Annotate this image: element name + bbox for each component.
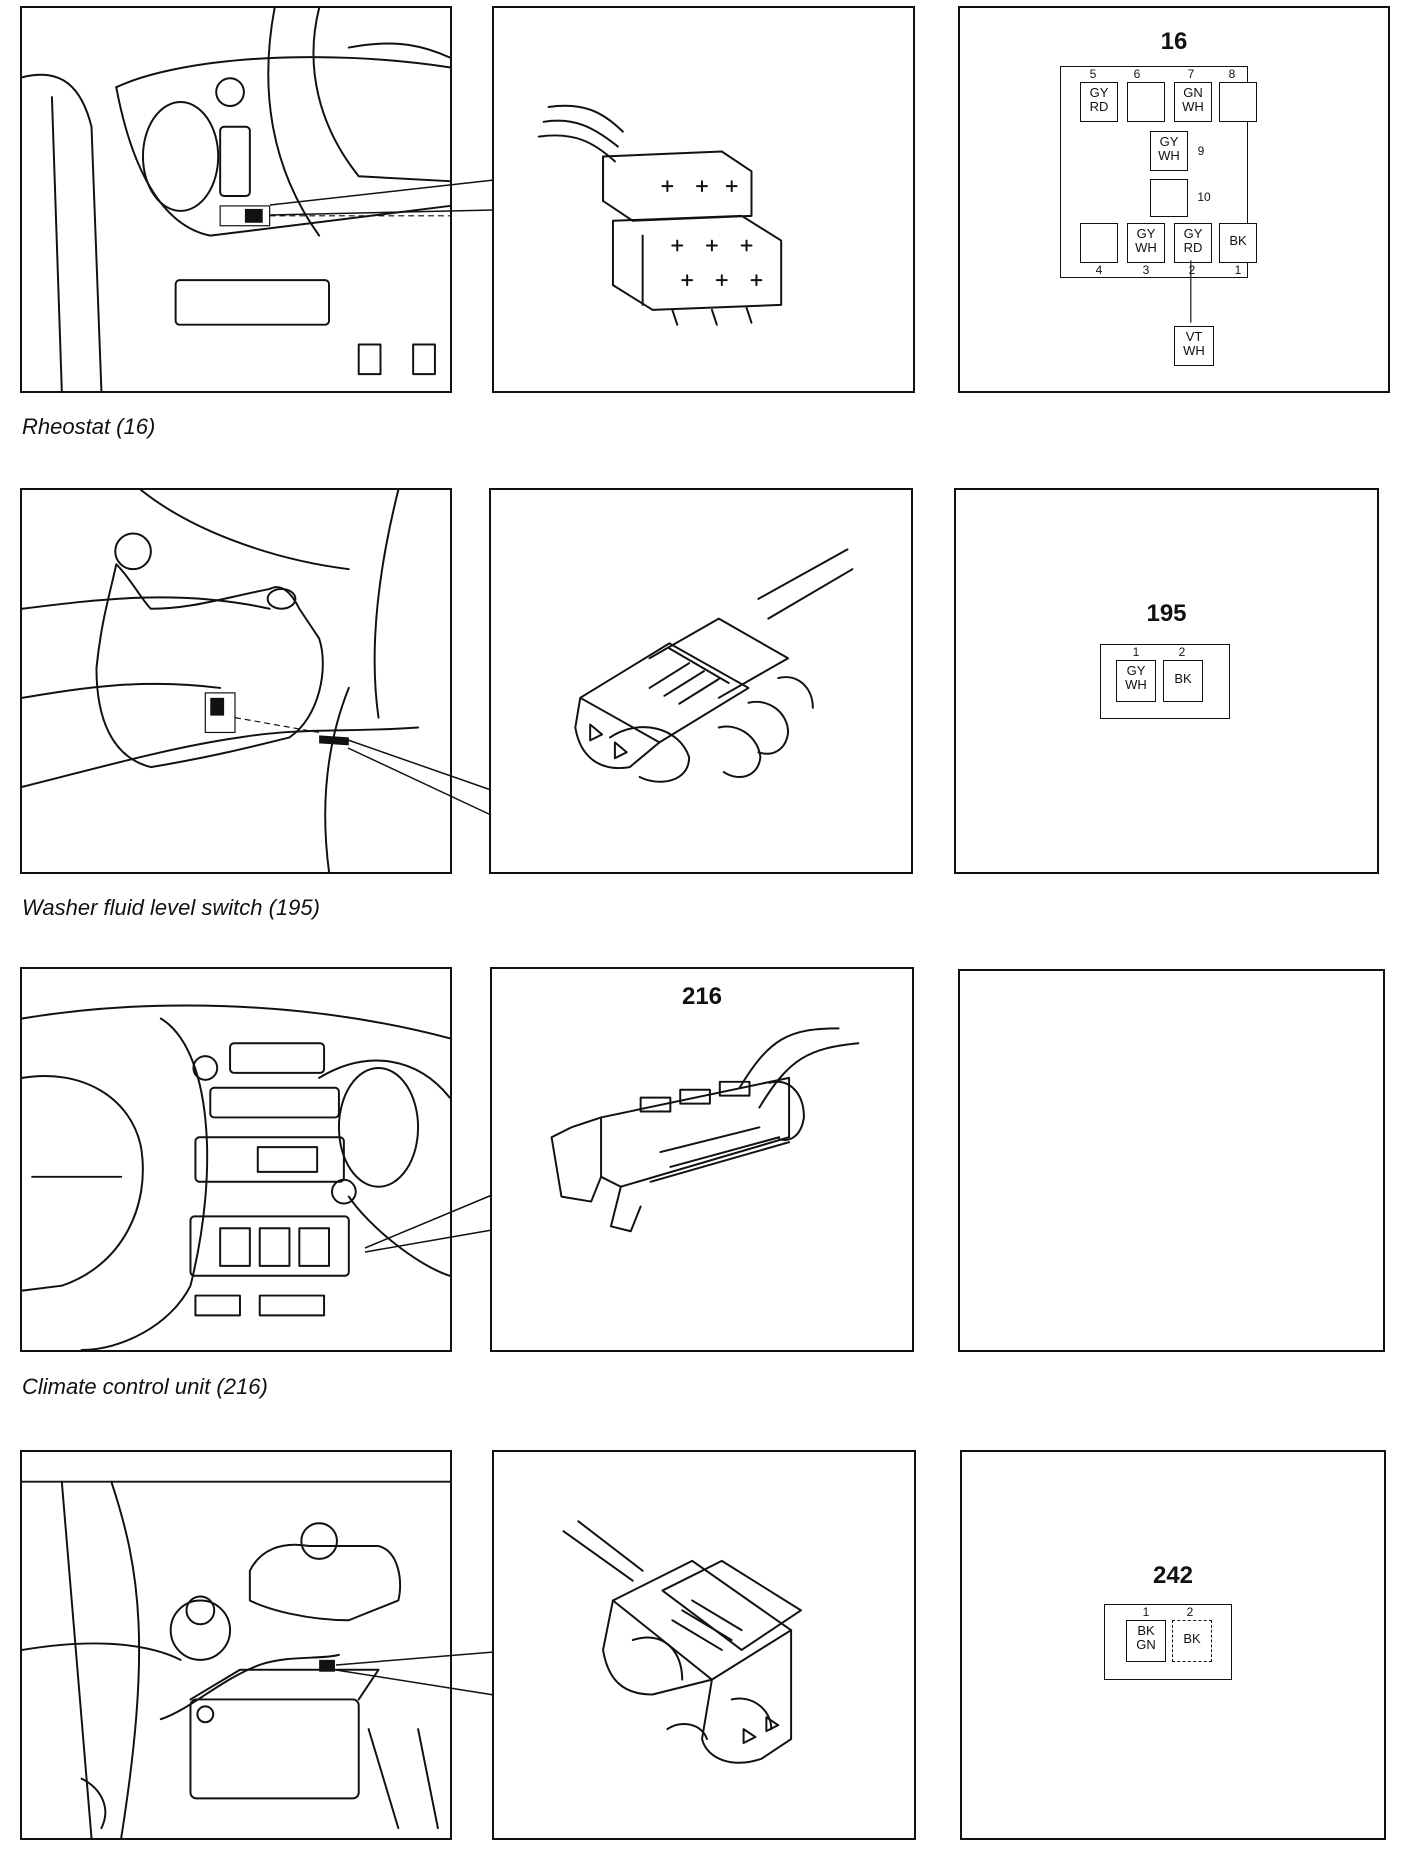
pin-4: 4 (1095, 263, 1103, 277)
caption-washer: Washer fluid level switch (195) (22, 895, 320, 920)
pin-2: 2 (1178, 645, 1186, 659)
row4-location-panel (20, 1450, 452, 1840)
washer-connector-panel (489, 488, 913, 874)
pin-1: 1 (1234, 263, 1242, 277)
external-wire-vt-wh: VT WH (1174, 326, 1214, 366)
pin-5: 5 (1089, 67, 1097, 81)
cavity-10 (1150, 179, 1188, 217)
row4-connector-face (1104, 1604, 1232, 1680)
rheostat-pinout-panel: 16 5 6 7 8 GY RD GN WH GY WH 9 10 GY WH … (958, 6, 1390, 393)
cavity-2: BK (1163, 660, 1203, 702)
cavity-3: GY WH (1127, 223, 1165, 263)
cavity-8 (1219, 82, 1257, 122)
cavity-2: GY RD (1174, 223, 1212, 263)
pin-10: 10 (1197, 190, 1211, 204)
component-number-16: 16 (1160, 28, 1188, 55)
pin-1: 1 (1142, 1605, 1150, 1619)
cavity-5: GY RD (1080, 82, 1118, 122)
climate-location-panel (20, 967, 452, 1352)
pin-3: 3 (1142, 263, 1150, 277)
pin-2: 2 (1186, 1605, 1194, 1619)
cavity-2: BK (1172, 1620, 1212, 1662)
engine-bay-illustration (22, 1480, 450, 1838)
pin-6: 6 (1133, 67, 1141, 81)
cavity-4 (1080, 223, 1118, 263)
pin-1: 1 (1132, 645, 1140, 659)
caption-climate: Climate control unit (216) (22, 1374, 268, 1399)
washer-location-panel (20, 488, 452, 874)
pin-2: 2 (1188, 263, 1196, 277)
rheostat-connector-panel (492, 6, 915, 393)
climate-pinout-panel (958, 969, 1385, 1352)
cavity-1: BK GN (1126, 1620, 1166, 1662)
row4-connector-illustration (562, 1520, 802, 1764)
dashboard-center-illustration (22, 1004, 450, 1350)
cavity-6 (1127, 82, 1165, 122)
cavity-1: BK (1219, 223, 1257, 263)
pin-8: 8 (1228, 67, 1236, 81)
component-number-195: 195 (1146, 600, 1187, 627)
pin-7: 7 (1187, 67, 1195, 81)
cavity-7: GN WH (1174, 82, 1212, 122)
dashboard-location-illustration (22, 8, 450, 391)
washer-pinout-panel: 195 1 2 GY WH BK (954, 488, 1379, 874)
row4-pinout-panel: 242 1 2 BK GN BK (960, 1450, 1386, 1840)
rheostat-location-panel (20, 6, 452, 393)
rheostat-connector-illustration (537, 104, 783, 326)
washer-reservoir-illustration (22, 490, 420, 872)
caption-rheostat: Rheostat (16) (22, 414, 156, 439)
climate-connector-panel: 216 (490, 967, 914, 1352)
cavity-9: GY WH (1150, 131, 1188, 171)
climate-connector-illustration (550, 1027, 860, 1233)
component-number-216: 216 (681, 983, 723, 1010)
row4-connector-panel (492, 1450, 916, 1840)
cavity-1: GY WH (1116, 660, 1156, 702)
component-number-242: 242 (1152, 1562, 1194, 1589)
washer-connector-illustration (574, 548, 854, 783)
pin-9: 9 (1197, 144, 1205, 158)
